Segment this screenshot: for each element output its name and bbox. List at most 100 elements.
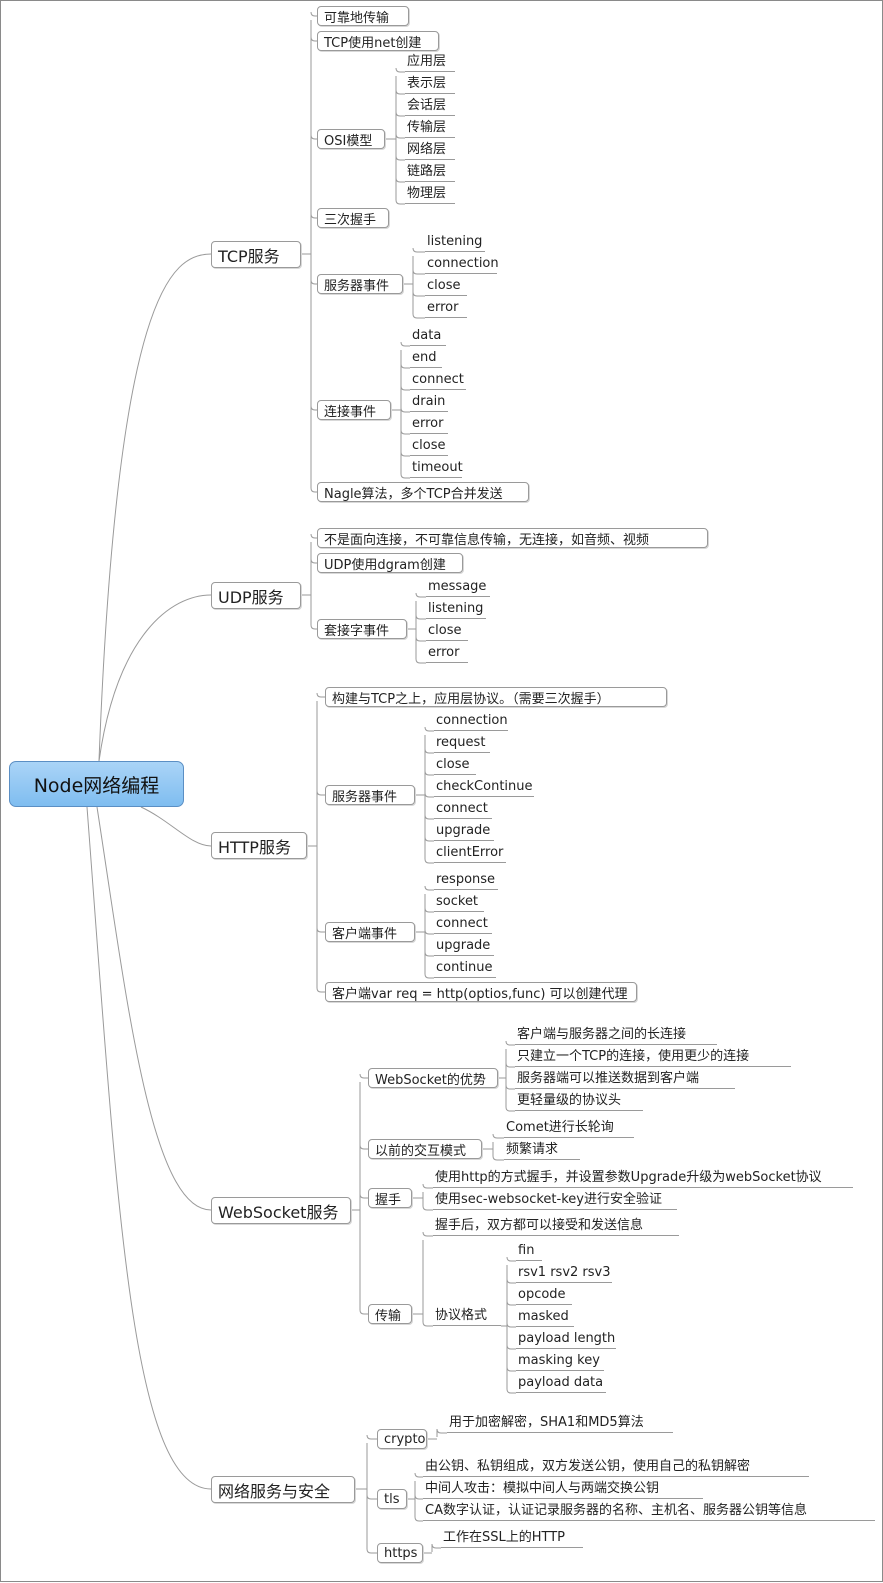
format-field[interactable]: opcode (516, 1286, 572, 1305)
udp-desc[interactable]: 不是面向连接，不可靠信息传输，无连接，如音频、视频 (317, 528, 708, 548)
topic-tcp[interactable]: TCP服务 (211, 241, 301, 268)
ws-handshake-item[interactable]: 使用http的方式握手，并设置参数Upgrade升级为webSocket协议 (433, 1169, 853, 1188)
http-server-event[interactable]: clientError (434, 844, 506, 863)
ws-legacy-item[interactable]: Comet进行长轮询 (504, 1119, 634, 1138)
ws-advantages[interactable]: WebSocket的优势 (368, 1068, 498, 1088)
branch (400, 385, 410, 391)
tcp-server-events[interactable]: 服务器事件 (317, 274, 403, 294)
conn-event[interactable]: connect (410, 371, 466, 390)
format-field[interactable]: masked (516, 1308, 574, 1327)
branch (505, 1062, 515, 1068)
http-server-event[interactable]: connect (434, 800, 492, 819)
topic-websocket[interactable]: WebSocket服务 (211, 1197, 351, 1224)
sec-crypto[interactable]: crypto (377, 1429, 427, 1449)
http-desc[interactable]: 构建与TCP之上，应用层协议。（需要三次握手） (325, 687, 667, 707)
ws-advantage[interactable]: 更轻量级的协议头 (515, 1092, 643, 1111)
conn-event[interactable]: end (410, 349, 442, 368)
sec-https[interactable]: https (377, 1543, 423, 1563)
branch (424, 792, 434, 798)
http-server-event[interactable]: upgrade (434, 822, 494, 841)
format-field[interactable]: payload length (516, 1330, 616, 1349)
topic-security[interactable]: 网络服务与安全 (211, 1476, 355, 1503)
conn-event[interactable]: data (410, 327, 446, 346)
conn-event[interactable]: timeout (410, 459, 463, 478)
format-field[interactable]: fin (516, 1242, 542, 1261)
osi-layer[interactable]: 表示层 (405, 75, 455, 94)
ws-handshake[interactable]: 握手 (368, 1188, 412, 1208)
ws-transfer[interactable]: 传输 (368, 1304, 412, 1324)
format-field[interactable]: masking key (516, 1352, 604, 1371)
branch (395, 67, 405, 73)
tls-item[interactable]: 中间人攻击：模拟中间人与两端交换公钥 (423, 1480, 703, 1499)
ws-advantage[interactable]: 服务器端可以推送数据到客户端 (515, 1070, 735, 1089)
http-client-event[interactable]: connect (434, 915, 492, 934)
http-server-events[interactable]: 服务器事件 (325, 785, 415, 805)
osi-layer[interactable]: 链路层 (405, 163, 455, 182)
sec-tls[interactable]: tls (377, 1489, 407, 1509)
udp-socket-events[interactable]: 套接字事件 (317, 619, 407, 639)
ws-protocol-format[interactable]: 协议格式 (433, 1307, 501, 1326)
socket-event[interactable]: close (426, 622, 468, 641)
branch (316, 987, 325, 993)
branch (505, 1084, 515, 1090)
format-field[interactable]: payload data (516, 1374, 606, 1393)
branch (400, 451, 410, 457)
https-desc[interactable]: 工作在SSL上的HTTP (441, 1529, 583, 1548)
conn-event[interactable]: drain (410, 393, 448, 412)
tcp-conn-events[interactable]: 连接事件 (317, 400, 391, 420)
ws-advantage[interactable]: 只建立一个TCP的连接，使用更少的连接 (515, 1048, 791, 1067)
tcp-osi[interactable]: OSI模型 (317, 129, 385, 149)
tcp-reliable[interactable]: 可靠地传输 (317, 6, 409, 26)
branch (310, 624, 317, 630)
tls-item[interactable]: 由公钥、私钥组成，双方发送公钥，使用自己的私钥解密 (423, 1458, 809, 1477)
ws-advantage[interactable]: 客户端与服务器之间的长连接 (515, 1026, 717, 1045)
http-server-event[interactable]: close (434, 756, 476, 775)
conn-event[interactable]: error (410, 415, 448, 434)
socket-event[interactable]: listening (426, 600, 486, 619)
root-label: Node网络编程 (33, 774, 160, 797)
ws-transfer-after[interactable]: 握手后，双方都可以接受和发送信息 (433, 1217, 679, 1236)
ws-legacy[interactable]: 以前的交互模式 (368, 1139, 482, 1159)
server-event[interactable]: error (425, 299, 467, 318)
topic-udp[interactable]: UDP服务 (211, 582, 301, 609)
branch (492, 1155, 504, 1161)
http-client-event[interactable]: continue (434, 959, 496, 978)
socket-event[interactable]: message (426, 578, 490, 597)
topic-http[interactable]: HTTP服务 (211, 832, 307, 859)
branch (415, 614, 426, 620)
conn-event[interactable]: close (410, 437, 448, 456)
format-field[interactable]: rsv1 rsv2 rsv3 (516, 1264, 612, 1283)
osi-layer[interactable]: 传输层 (405, 119, 455, 138)
server-event[interactable]: close (425, 277, 467, 296)
branch (366, 1494, 377, 1500)
osi-layer[interactable]: 物理层 (405, 185, 455, 204)
http-server-event[interactable]: checkContinue (434, 778, 534, 797)
http-server-event[interactable]: connection (434, 712, 508, 731)
socket-event[interactable]: error (426, 644, 468, 663)
branch (506, 1300, 516, 1306)
osi-layer[interactable]: 应用层 (405, 53, 455, 72)
tcp-net[interactable]: TCP使用net创建 (317, 31, 439, 51)
tcp-handshake[interactable]: 三次握手 (317, 208, 389, 228)
server-event[interactable]: listening (425, 233, 485, 252)
branch (506, 1278, 516, 1284)
branch (359, 1309, 368, 1315)
tls-item[interactable]: CA数字认证，认证记录服务器的名称、主机名、服务器公钥等信息 (423, 1502, 875, 1521)
udp-dgram[interactable]: UDP使用dgram创建 (317, 553, 463, 573)
branch (316, 692, 325, 698)
http-client-event[interactable]: socket (434, 893, 484, 912)
http-client-events[interactable]: 客户端事件 (325, 922, 415, 942)
server-event[interactable]: connection (425, 255, 499, 274)
osi-layer[interactable]: 网络层 (405, 141, 455, 160)
tcp-nagle[interactable]: Nagle算法，多个TCP合并发送 (317, 482, 529, 502)
http-server-event[interactable]: request (434, 734, 490, 753)
ws-handshake-item[interactable]: 使用sec-websocket-key进行安全验证 (433, 1191, 677, 1210)
http-client-event[interactable]: response (434, 871, 498, 890)
crypto-desc[interactable]: 用于加密解密，SHA1和MD5算法 (447, 1414, 673, 1433)
branch (400, 407, 410, 413)
http-client-event[interactable]: upgrade (434, 937, 494, 956)
root-node[interactable]: Node网络编程 (9, 761, 184, 807)
ws-legacy-item[interactable]: 频繁请求 (504, 1141, 580, 1160)
osi-layer[interactable]: 会话层 (405, 97, 455, 116)
http-proxy[interactable]: 客户端var req = http(optios,func) 可以创建代理 (325, 982, 637, 1002)
